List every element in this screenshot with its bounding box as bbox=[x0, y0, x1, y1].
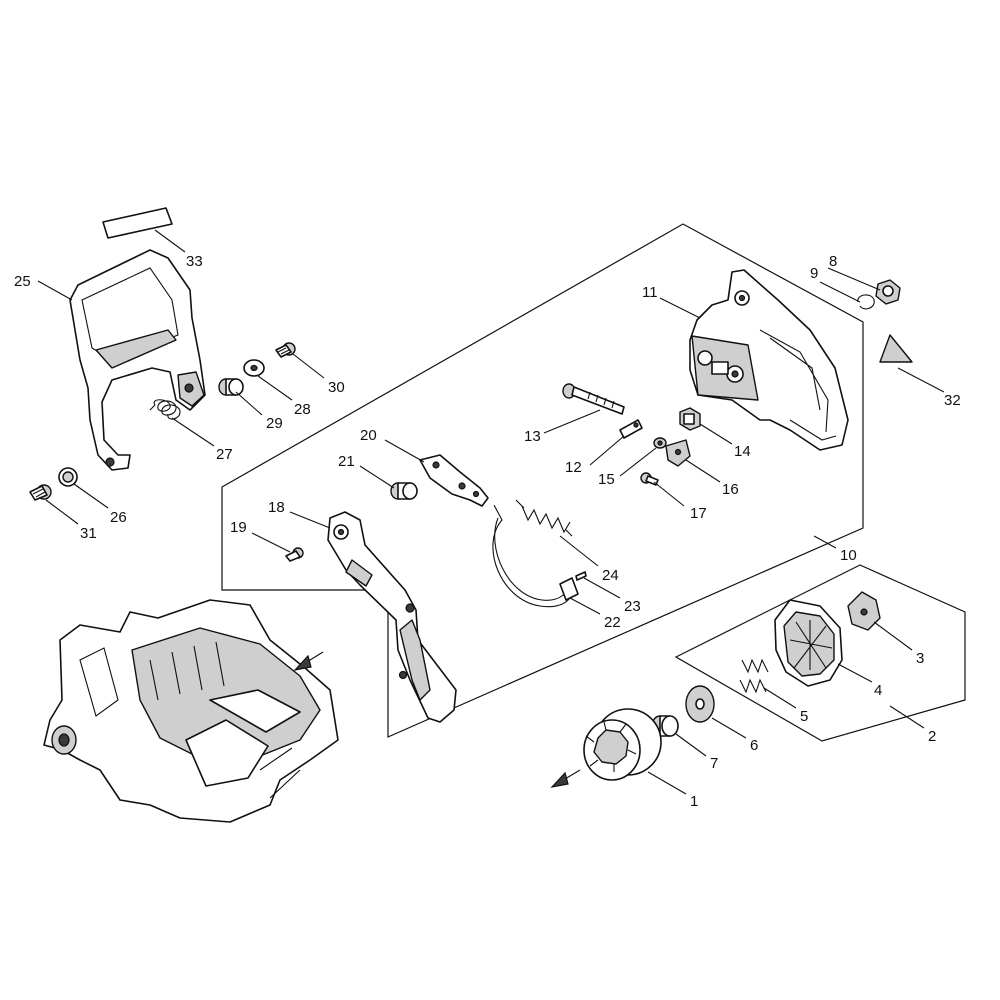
part-14-adjuster[interactable] bbox=[679, 407, 701, 431]
callout-33: 33 bbox=[186, 253, 203, 270]
callout-22: 22 bbox=[604, 614, 621, 631]
callout-5: 5 bbox=[800, 708, 808, 725]
callout-32: 32 bbox=[944, 392, 961, 409]
callout-2: 2 bbox=[928, 728, 936, 745]
part-6-washer[interactable] bbox=[685, 685, 715, 723]
part-1-clutch-drum[interactable] bbox=[583, 708, 662, 781]
callout-21: 21 bbox=[338, 453, 355, 470]
arrow-crankcase bbox=[293, 651, 324, 671]
callout-17: 17 bbox=[690, 505, 707, 522]
part-16-plate[interactable] bbox=[665, 439, 691, 467]
callout-4: 4 bbox=[874, 682, 882, 699]
callout-1: 1 bbox=[690, 793, 698, 810]
callout-27: 27 bbox=[216, 446, 233, 463]
part-24-spring[interactable] bbox=[515, 499, 573, 537]
part-30-screw[interactable] bbox=[275, 342, 296, 358]
callout-6: 6 bbox=[750, 737, 758, 754]
leader-lines bbox=[37, 229, 945, 795]
callout-30: 30 bbox=[328, 379, 345, 396]
part-20-brake-lever[interactable] bbox=[419, 454, 489, 507]
part-15-nut[interactable] bbox=[653, 437, 667, 449]
callout-7: 7 bbox=[710, 755, 718, 772]
part-31-screw[interactable] bbox=[29, 484, 52, 501]
part-11-clutch-cover[interactable] bbox=[689, 269, 849, 451]
callout-31: 31 bbox=[80, 525, 97, 542]
part-29-collar[interactable] bbox=[218, 378, 244, 396]
part-28-washer[interactable] bbox=[243, 359, 265, 377]
callout-25: 25 bbox=[14, 273, 31, 290]
callout-16: 16 bbox=[722, 481, 739, 498]
callout-28: 28 bbox=[294, 401, 311, 418]
callout-labels: 33 25 27 29 28 30 26 31 11 8 9 32 13 12 … bbox=[14, 253, 961, 810]
callout-26: 26 bbox=[110, 509, 127, 526]
callout-10: 10 bbox=[840, 547, 857, 564]
part-25-hand-guard[interactable] bbox=[69, 249, 206, 471]
arrow-drum bbox=[550, 769, 581, 788]
part-5-springs[interactable] bbox=[739, 658, 769, 694]
callout-18: 18 bbox=[268, 499, 285, 516]
part-9-clip[interactable] bbox=[857, 294, 875, 310]
part-3-clutch-pawl[interactable] bbox=[847, 591, 881, 631]
callout-29: 29 bbox=[266, 415, 283, 432]
part-23-pin[interactable] bbox=[575, 571, 587, 581]
part-4-clutch-shoe[interactable] bbox=[774, 599, 843, 687]
part-21-bushing[interactable] bbox=[390, 482, 418, 500]
part-26-collar[interactable] bbox=[58, 467, 78, 487]
callout-11: 11 bbox=[642, 284, 658, 301]
part-32-label[interactable] bbox=[879, 334, 913, 363]
callout-20: 20 bbox=[360, 427, 377, 444]
part-27-spring[interactable] bbox=[149, 399, 181, 420]
callout-14: 14 bbox=[734, 443, 751, 460]
crankcase-reference bbox=[43, 599, 339, 823]
part-18-brake-handle[interactable] bbox=[327, 511, 457, 723]
callout-23: 23 bbox=[624, 598, 641, 615]
part-8-nut[interactable] bbox=[875, 279, 901, 305]
assembly-box-10 bbox=[221, 223, 864, 738]
callout-3: 3 bbox=[916, 650, 924, 667]
part-19-screw[interactable] bbox=[285, 547, 304, 562]
callout-9: 9 bbox=[810, 265, 818, 282]
part-22-brake-band[interactable] bbox=[492, 504, 579, 608]
callout-24: 24 bbox=[602, 567, 619, 584]
callout-15: 15 bbox=[598, 471, 615, 488]
part-12-clip[interactable] bbox=[619, 419, 643, 439]
part-33-label-strip[interactable] bbox=[102, 207, 173, 239]
part-13-bolt[interactable] bbox=[562, 383, 625, 415]
callout-19: 19 bbox=[230, 519, 247, 536]
assembly-box-2 bbox=[674, 564, 966, 742]
part-7-needle-bearing[interactable] bbox=[651, 715, 679, 737]
callout-8: 8 bbox=[829, 253, 837, 270]
callout-13: 13 bbox=[524, 428, 541, 445]
callout-12: 12 bbox=[565, 459, 582, 476]
